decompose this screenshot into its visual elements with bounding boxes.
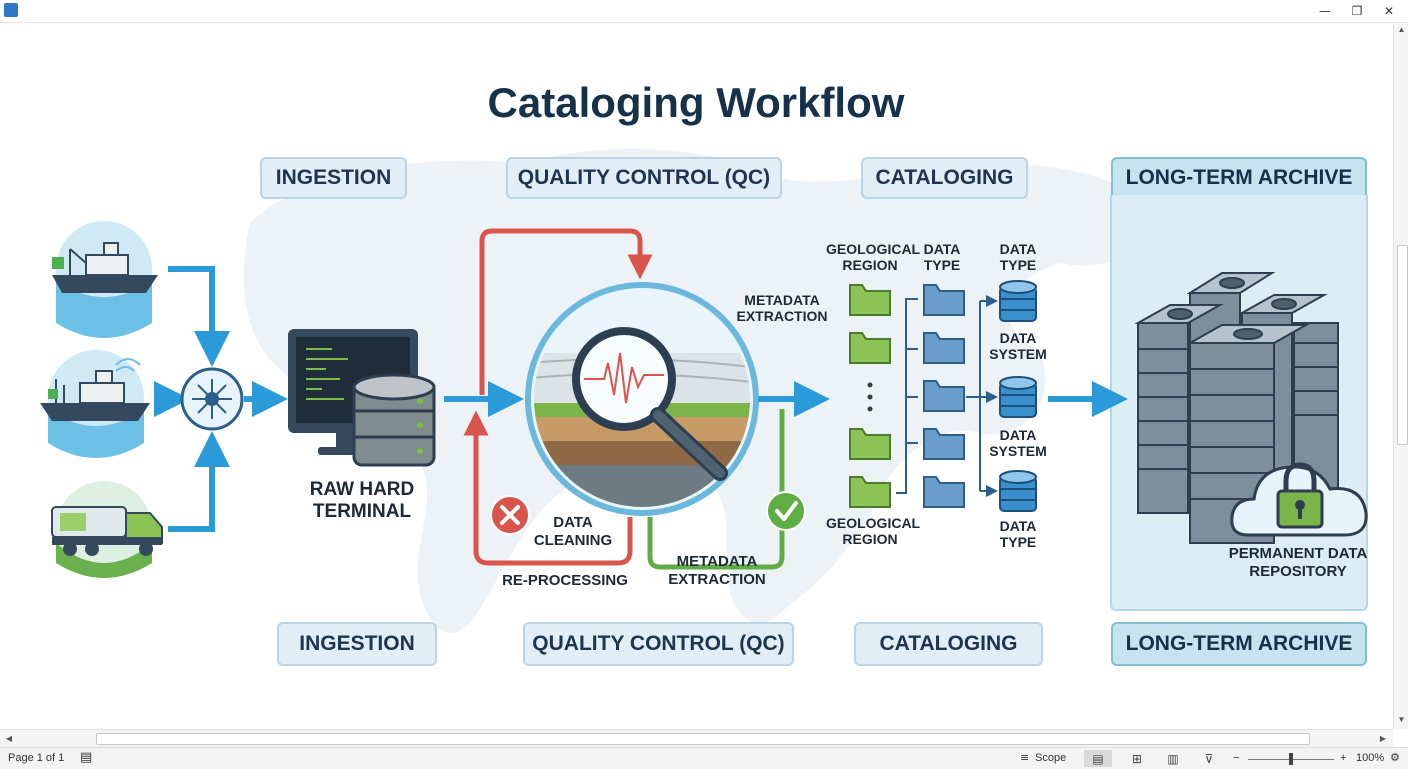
settings-icon[interactable]: ⚙ [1390, 751, 1400, 764]
stage-archive-bottom: LONG-TERM ARCHIVE [1111, 622, 1367, 666]
stage-qc-bottom: QUALITY CONTROL (QC) [523, 622, 794, 666]
column-view-button[interactable]: ▥ [1167, 751, 1179, 766]
db-label-1: DATA SYSTEM [989, 330, 1047, 362]
page-view-icon[interactable]: ▤ [80, 750, 93, 765]
ship-icon [52, 221, 158, 338]
status-bar: Page 1 of 1 ▤ ≡ Scope ▤ ⊞ ▥ ⊽ − + 100% ⚙ [0, 747, 1408, 769]
scroll-down-icon[interactable]: ▼ [1397, 715, 1406, 724]
diagram-title: Cataloging Workflow [487, 79, 905, 126]
horizontal-scrollbar[interactable]: ◀ ▶ [0, 729, 1393, 747]
scroll-right-icon[interactable]: ▶ [1379, 734, 1387, 743]
app-icon [4, 3, 18, 17]
normal-view-button[interactable]: ▤ [1084, 750, 1112, 767]
vertical-scroll-thumb[interactable] [1397, 245, 1408, 445]
restore-button[interactable]: ❐ [1351, 4, 1363, 18]
data-system-db-icons [999, 280, 1037, 512]
db-label-3: DATA TYPE [999, 518, 1037, 550]
vertical-scrollbar[interactable]: ▲ ▼ [1393, 23, 1408, 729]
horizontal-scroll-thumb[interactable] [96, 733, 1310, 745]
stage-cataloging-bottom: CATALOGING [854, 622, 1043, 666]
truck-icon [51, 481, 163, 578]
zoom-level[interactable]: 100% [1356, 752, 1385, 764]
scroll-up-icon[interactable]: ▲ [1397, 25, 1406, 34]
catalog-col1-footer: GEOLOGICAL REGION [826, 515, 921, 547]
scope-label[interactable]: Scope [1035, 752, 1067, 764]
db-label-2: DATA SYSTEM [989, 427, 1047, 459]
ellipsis-dots [867, 382, 873, 412]
grid-view-button[interactable]: ⊞ [1131, 751, 1143, 766]
document-canvas: Cataloging Workflow INGESTION QUALITY CO… [0, 23, 1392, 729]
minimize-button[interactable]: — [1319, 4, 1331, 18]
qc-magnifier-icon [525, 282, 759, 516]
metadata-extraction-bottom-label: METADATA EXTRACTION [668, 553, 766, 588]
accept-icon [766, 491, 806, 531]
zoom-in-button[interactable]: + [1340, 752, 1347, 764]
title-bar: — ❐ ✕ [0, 0, 1408, 23]
metadata-extraction-top-label: METADATA EXTRACTION [736, 292, 828, 324]
permanent-repository-label: PERMANENT DATA REPOSITORY [1228, 545, 1368, 580]
hub-icon [180, 367, 244, 431]
scroll-left-icon[interactable]: ◀ [5, 734, 13, 743]
database-icon [352, 373, 436, 467]
scope-icon[interactable]: ≡ [1020, 751, 1030, 764]
region-folders [849, 284, 891, 508]
workflow-graphics [40, 221, 1368, 578]
catalog-col2-header: DATA TYPE [923, 241, 961, 273]
catalog-col1-header: GEOLOGICAL REGION [826, 241, 921, 273]
survey-vessel-icon [40, 350, 150, 458]
stage-ingestion-top: INGESTION [260, 157, 407, 199]
catalog-col3-header: DATA TYPE [999, 241, 1037, 273]
reprocessing-label: RE-PROCESSING [502, 572, 628, 589]
page-indicator: Page 1 of 1 [8, 752, 65, 764]
stage-qc-top: QUALITY CONTROL (QC) [506, 157, 782, 199]
stage-ingestion-bottom: INGESTION [277, 622, 437, 666]
server-rack-icon [1134, 272, 1339, 544]
secure-cloud-lock-icon [1230, 462, 1368, 537]
zoom-slider-knob[interactable] [1289, 753, 1293, 765]
filter-button[interactable]: ⊽ [1204, 751, 1214, 766]
stage-cataloging-top: CATALOGING [861, 157, 1028, 199]
zoom-out-button[interactable]: − [1233, 752, 1240, 764]
reject-icon [490, 495, 530, 535]
data-cleaning-label: DATA CLEANING [533, 514, 613, 549]
type-folders [923, 284, 965, 508]
raw-hard-terminal-label: RAW HARD TERMINAL [309, 479, 415, 522]
close-button[interactable]: ✕ [1383, 4, 1395, 18]
